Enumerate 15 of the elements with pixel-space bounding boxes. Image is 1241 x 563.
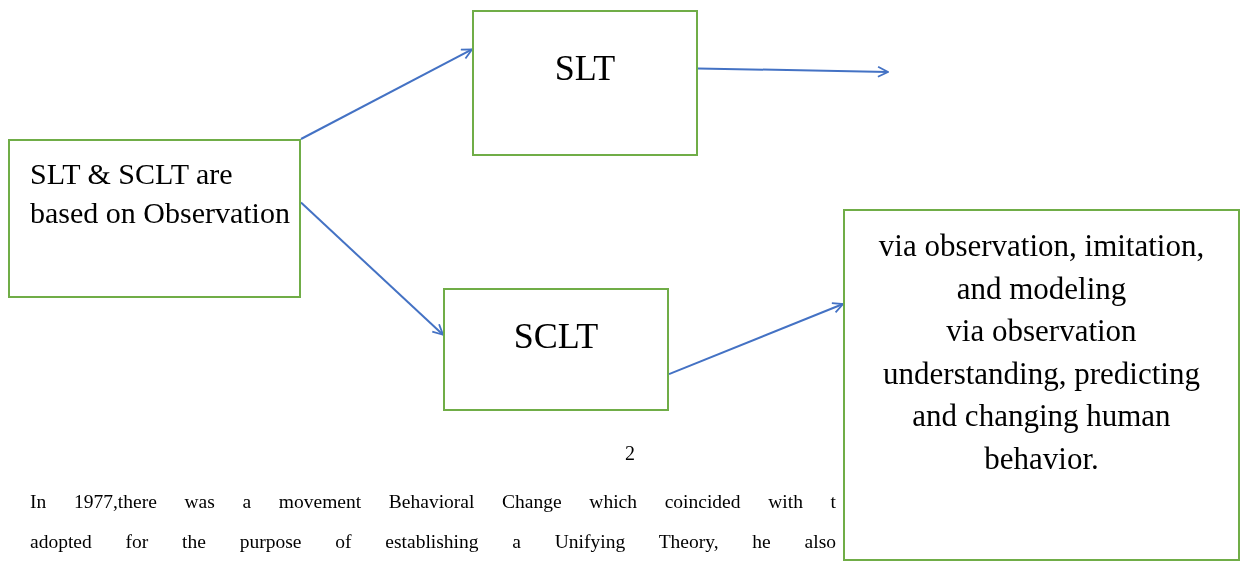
process-box — [8, 139, 301, 298]
arrow — [697, 65, 889, 78]
node-label: SCLT — [512, 315, 600, 358]
node-label: SLT — [553, 47, 617, 90]
node-label: via observation understanding, predicting and changing human behavior. — [882, 312, 1201, 478]
paragraph-line: adopted for the purpose of establishing a Unifying Theory, he also — [30, 530, 836, 554]
paragraph-line: In 1977,there was a movement Behavioral Change which coincided with t — [30, 490, 836, 514]
arrow — [300, 48, 473, 140]
page-number: 2 — [625, 441, 635, 466]
process-box — [472, 10, 698, 156]
arrow — [300, 201, 444, 336]
process-box — [443, 288, 669, 411]
node-label: SLT & SCLT are based on Observation — [30, 156, 291, 231]
arrow — [668, 302, 844, 376]
process-box — [843, 209, 1240, 561]
